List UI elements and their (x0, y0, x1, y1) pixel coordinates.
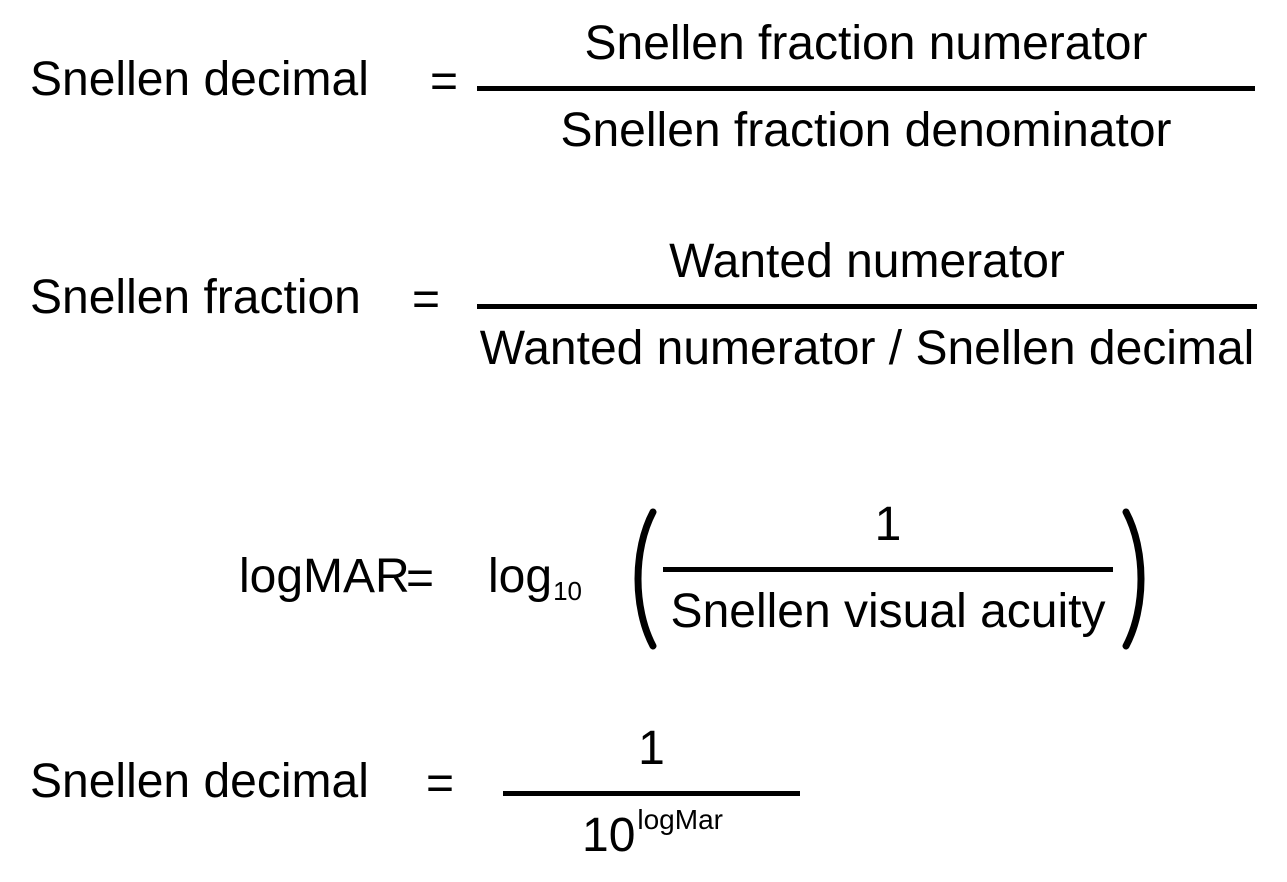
formula3-fraction-bar (663, 567, 1113, 572)
formula3-log-base-subscript: 10 (553, 576, 582, 606)
formula2-numerator: Wanted numerator (669, 235, 1065, 288)
formula2-denominator: Wanted numerator / Snellen decimal (479, 322, 1255, 375)
formula4-denominator: 10logMar (582, 796, 723, 868)
formula3-fraction: 1 Snellen visual acuity (663, 499, 1113, 638)
open-paren-glyph (624, 508, 660, 650)
formula4-denominator-base: 10 (582, 809, 636, 862)
formula2-lhs: Snellen fraction (30, 271, 361, 324)
formula4-equals-sign: = (426, 757, 455, 810)
close-paren-glyph (1119, 508, 1155, 650)
formula2-equals-sign: = (412, 273, 441, 326)
formula3-log-function: log10 (488, 550, 582, 609)
formula2-fraction-bar (477, 304, 1257, 309)
formula1-lhs: Snellen decimal (30, 53, 369, 106)
formula3-equals-sign: = (406, 552, 435, 605)
formula1-denominator: Snellen fraction denominator (560, 104, 1172, 157)
formula1-fraction-bar (477, 86, 1255, 91)
formula4-lhs: Snellen decimal (30, 755, 369, 808)
formula4-denominator-exponent: logMar (637, 804, 723, 835)
formula4-fraction-bar (503, 791, 800, 796)
formula2-fraction: Wanted numerator Wanted numerator / Snel… (477, 236, 1257, 375)
formula3-lhs: logMAR (239, 550, 410, 603)
formula1-fraction: Snellen fraction numerator Snellen fract… (477, 18, 1255, 157)
formula3-log-text: log (488, 550, 553, 603)
formula1-equals-sign: = (430, 55, 459, 108)
formula3-numerator: 1 (874, 498, 902, 551)
formula1-numerator: Snellen fraction numerator (584, 17, 1148, 70)
formula4-numerator: 1 (638, 722, 665, 775)
formula4-fraction: 1 10logMar (503, 723, 800, 868)
formula3-denominator: Snellen visual acuity (670, 585, 1106, 638)
